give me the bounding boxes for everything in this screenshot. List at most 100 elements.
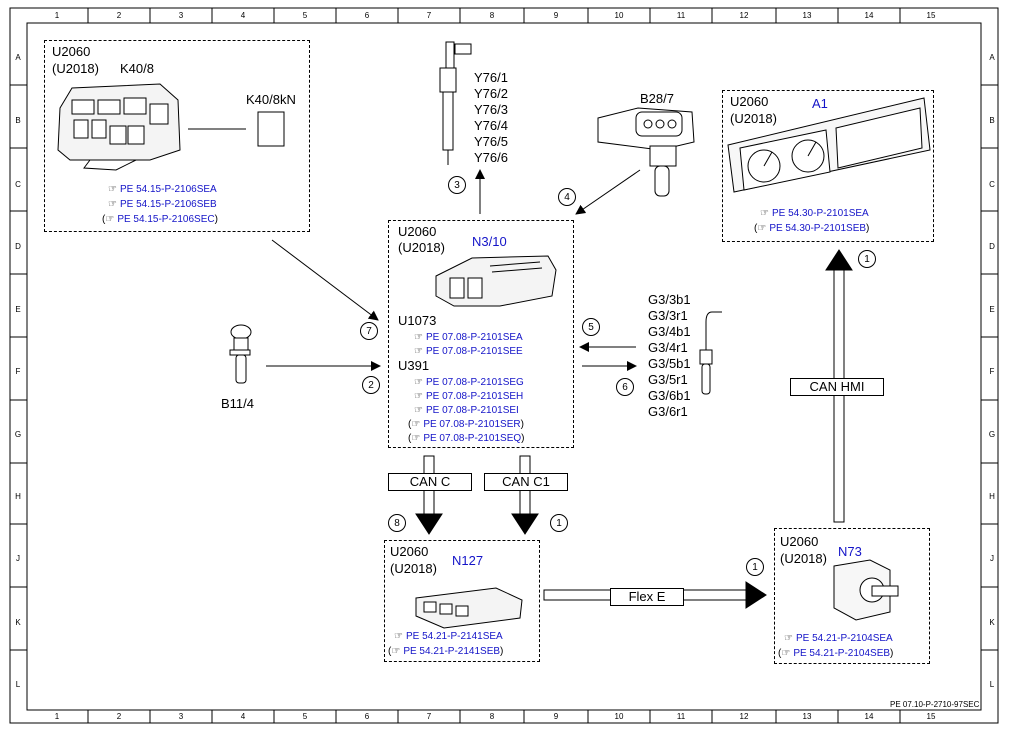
n127-code1: U2060: [390, 544, 429, 559]
grid-row-label: A: [989, 53, 995, 62]
k40-component-box: [44, 40, 310, 232]
grid-row-label: K: [15, 618, 21, 627]
grid-column-label: 3: [178, 712, 184, 721]
n3-ref-b4[interactable]: (☞PE 07.08-P-2101SER): [408, 419, 524, 430]
reference-icon: ☞: [391, 646, 401, 657]
grid-row-label: H: [989, 492, 995, 501]
n3-code2: (U2018): [398, 240, 445, 255]
grid-column-label: 11: [676, 712, 686, 721]
reference-icon: ☞: [411, 419, 421, 430]
oxygen-sensor-label: G3/6r1: [648, 404, 688, 419]
n73-ref-1[interactable]: ☞PE 54.21-P-2104SEA: [784, 633, 893, 644]
relay-drawing: [257, 111, 285, 147]
a1-code2: (U2018): [730, 111, 777, 126]
n3-ref-a1[interactable]: ☞PE 07.08-P-2101SEA: [414, 332, 523, 343]
can-c-bus-label: CAN C: [388, 473, 472, 491]
grid-row-label: C: [15, 180, 21, 189]
grid-row-label: E: [15, 305, 21, 314]
document-code: PE 07.10-P-2710-97SEC: [890, 700, 980, 709]
n127-ref-1[interactable]: ☞PE 54.21-P-2141SEA: [394, 631, 503, 642]
grid-row-label: D: [989, 242, 995, 251]
n73-name: N73: [838, 544, 862, 559]
reference-icon: ☞: [414, 405, 423, 416]
can-hmi-bus-label: CAN HMI: [790, 378, 884, 396]
n3-u391: U391: [398, 358, 430, 373]
grid-row-label: B: [15, 116, 21, 125]
k40-ref-2[interactable]: ☞PE 54.15-P-2106SEB: [108, 199, 217, 210]
n3-ref-a2[interactable]: ☞PE 07.08-P-2101SEE: [414, 346, 523, 357]
grid-column-label: 6: [364, 712, 370, 721]
fuse-relay-module-drawing: [57, 83, 181, 171]
grid-column-label: 7: [426, 11, 432, 20]
reference-icon: ☞: [108, 184, 117, 195]
grid-column-label: 8: [489, 11, 495, 20]
n3-ref-b3[interactable]: ☞PE 07.08-P-2101SEI: [414, 405, 519, 416]
k40-code2: (U2018): [52, 61, 99, 76]
a1-name: A1: [812, 96, 828, 111]
grid-column-label: 9: [553, 712, 559, 721]
grid-row-label: C: [989, 180, 995, 189]
a1-code1: U2060: [730, 94, 769, 109]
grid-row-label: G: [988, 430, 996, 439]
oxygen-sensor-label: G3/6b1: [648, 388, 691, 403]
relay-label: K40/8kN: [246, 92, 296, 107]
a1-component-box: [722, 90, 934, 242]
n127-name: N127: [452, 553, 484, 568]
grid-column-label: 3: [178, 11, 184, 20]
grid-row-label: H: [15, 492, 21, 501]
n127-ref-2[interactable]: (☞PE 54.21-P-2141SEB): [388, 646, 504, 657]
oxygen-sensor-label: G3/5b1: [648, 356, 691, 371]
n3-code1: U2060: [398, 224, 437, 239]
grid-column-label: 8: [489, 712, 495, 721]
n3-component-box: [388, 220, 574, 448]
pressure-sensor-label: B28/7: [640, 91, 674, 106]
grid-column-label: 1: [54, 11, 60, 20]
k40-code1: U2060: [52, 44, 91, 59]
injector-label: Y76/3: [474, 102, 508, 117]
pressure-sensor-drawing: [597, 107, 695, 197]
grid-column-label: 6: [364, 11, 370, 20]
grid-row-label: J: [990, 554, 994, 563]
grid-column-label: 1: [54, 712, 60, 721]
n127-code2: (U2018): [390, 561, 437, 576]
grid-row-label: J: [16, 554, 20, 563]
oxygen-sensor-label: G3/4r1: [648, 340, 688, 355]
inner-frame: [26, 22, 982, 711]
a1-ref-1[interactable]: ☞PE 54.30-P-2101SEA: [760, 208, 869, 219]
temperature-sensor-drawing: [229, 324, 252, 384]
k40-name: K40/8: [120, 61, 154, 76]
connection-marker-6: 6: [616, 378, 634, 396]
connection-marker-1-flex: 1: [746, 558, 764, 576]
grid-column-label: 12: [739, 11, 749, 20]
oxygen-sensor-drawing: [699, 311, 722, 395]
reference-icon: ☞: [760, 208, 769, 219]
injector-drawing: [439, 41, 472, 165]
k40-ref-1[interactable]: ☞PE 54.15-P-2106SEA: [108, 184, 217, 195]
ignition-switch-drawing: [833, 559, 899, 621]
grid-column-label: 7: [426, 712, 432, 721]
n3-ref-b5[interactable]: (☞PE 07.08-P-2101SEQ): [408, 433, 525, 444]
outer-frame: [9, 7, 999, 724]
n73-ref-2[interactable]: (☞PE 54.21-P-2104SEB): [778, 648, 894, 659]
oxygen-sensor-label: G3/4b1: [648, 324, 691, 339]
injector-label: Y76/2: [474, 86, 508, 101]
grid-column-label: 10: [614, 712, 624, 721]
reference-icon: ☞: [414, 391, 423, 402]
a1-ref-2[interactable]: (☞PE 54.30-P-2101SEB): [754, 223, 870, 234]
grid-row-label: D: [15, 242, 21, 251]
n3-u1073: U1073: [398, 313, 437, 328]
grid-column-label: 4: [240, 712, 246, 721]
connection-lines: [266, 169, 641, 371]
n3-ref-b2[interactable]: ☞PE 07.08-P-2101SEH: [414, 391, 524, 402]
grid-row-label: F: [989, 367, 995, 376]
connection-marker-7: 7: [360, 322, 378, 340]
n3-ref-b1[interactable]: ☞PE 07.08-P-2101SEG: [414, 377, 524, 388]
connection-marker-3: 3: [448, 176, 466, 194]
grid-column-label: 2: [116, 712, 122, 721]
reference-icon: ☞: [414, 377, 423, 388]
n3-name: N3/10: [472, 234, 507, 249]
grid-column-label: 15: [926, 712, 936, 721]
k40-ref-3[interactable]: (☞PE 54.15-P-2106SEC): [102, 214, 218, 225]
connection-marker-2: 2: [362, 376, 380, 394]
